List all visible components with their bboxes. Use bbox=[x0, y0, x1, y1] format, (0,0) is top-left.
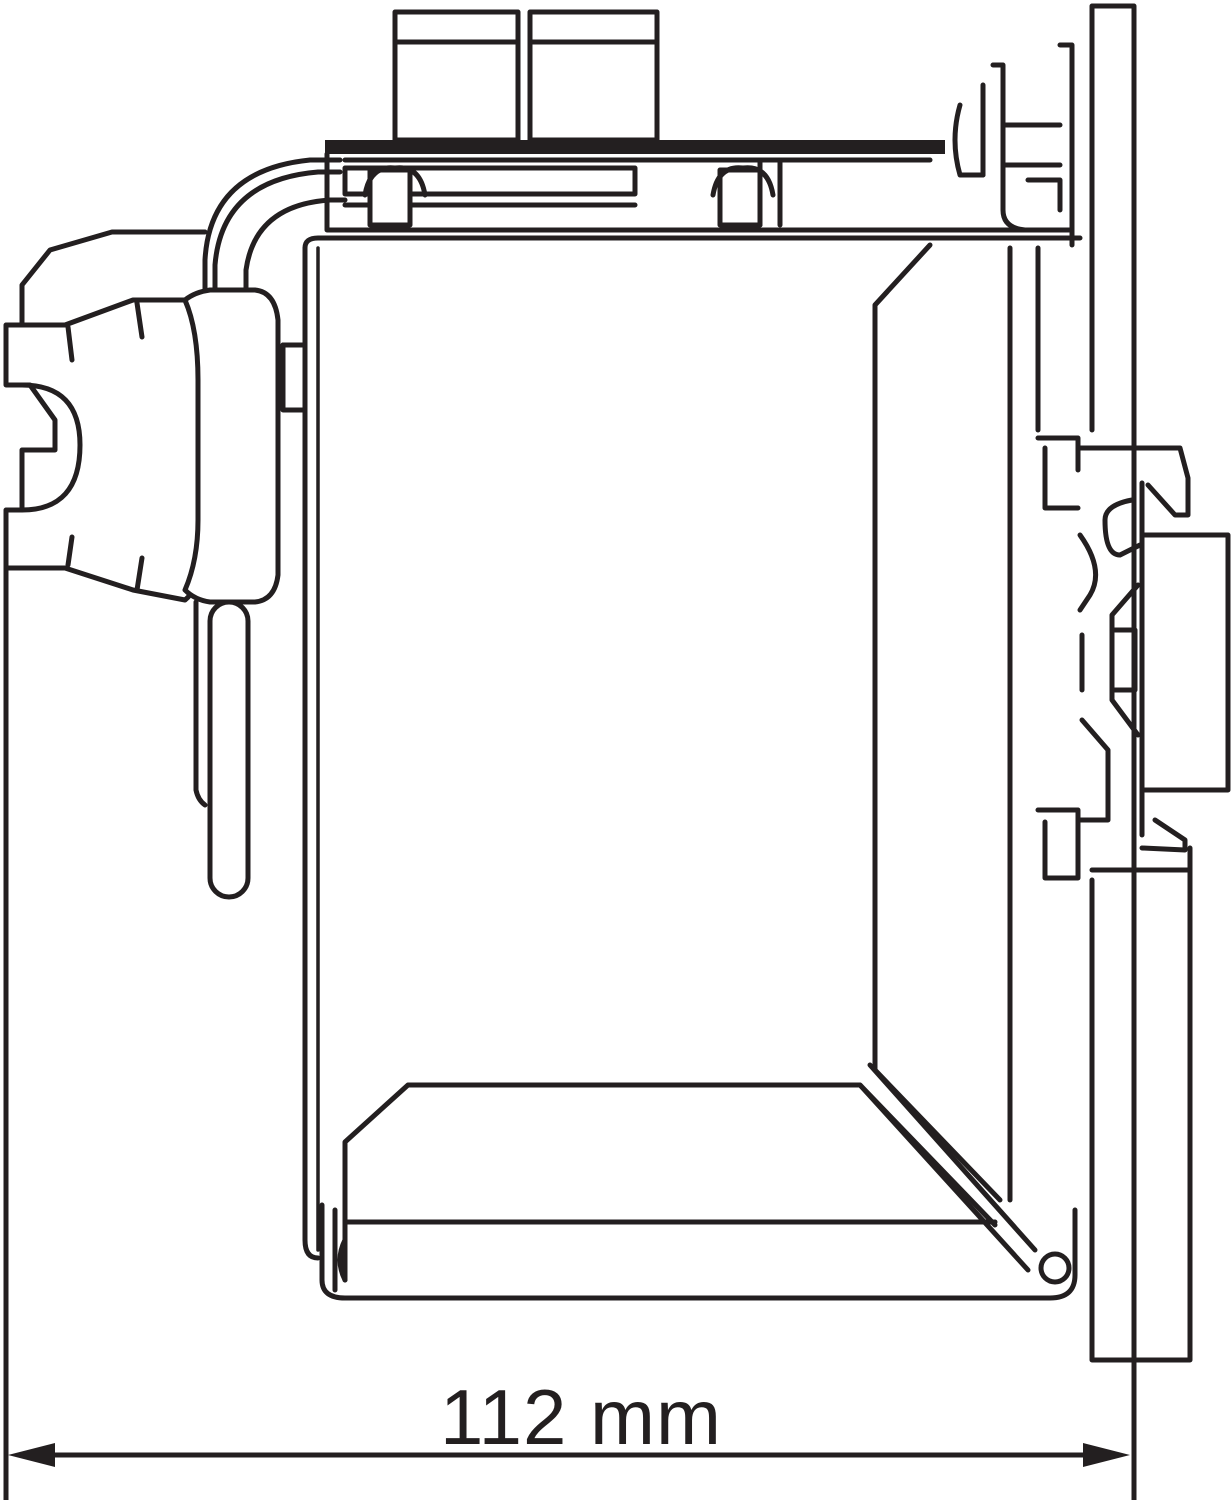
mounting-plate bbox=[1089, 3, 1193, 1500]
dimension-arrow-right bbox=[1083, 1443, 1130, 1467]
device-housing bbox=[302, 235, 1083, 1301]
pcb-header-strip bbox=[324, 151, 1073, 233]
dimension-label: 112 mm bbox=[440, 1373, 722, 1461]
top-right-bracket bbox=[952, 42, 1075, 248]
din-rail-clip bbox=[1035, 435, 1231, 881]
top-terminal-blocks bbox=[325, 9, 945, 154]
cable-connector-plug bbox=[3, 157, 348, 900]
dimension-line bbox=[8, 1443, 1130, 1467]
dimension-arrow-left bbox=[8, 1443, 55, 1467]
